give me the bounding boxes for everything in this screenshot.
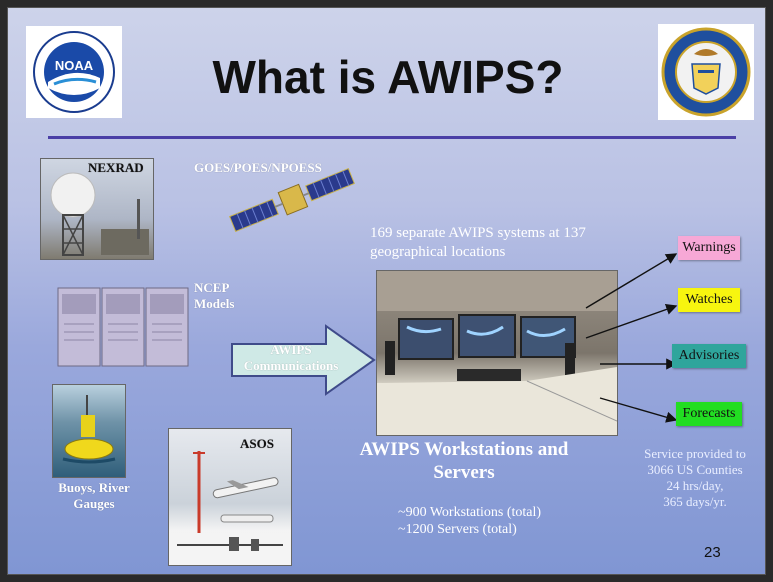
asos-image (168, 428, 292, 566)
noaa-logo: NOAA (26, 26, 122, 118)
nexrad-label: NEXRAD (88, 160, 144, 175)
ncep-models-label: NCEP Models (194, 280, 235, 311)
advisories-tag: Advisories (672, 344, 746, 368)
ncep-servers-image (56, 284, 192, 370)
workstations-count: ~900 Workstations (total) (398, 505, 542, 520)
title-divider (48, 136, 736, 139)
buoys-label: Buoys, River Gauges (58, 480, 130, 511)
communications-label: AWIPS Communications (243, 342, 339, 373)
nexrad-radar-image (40, 158, 154, 260)
servers-count: ~1200 Servers (total) (398, 522, 517, 537)
forecasts-tag: Forecasts (676, 402, 742, 426)
communications-arrow (230, 324, 376, 396)
slide: NOAA What is AWIPS? NEXRAD GOES/POES/NPO… (8, 8, 765, 574)
systems-count-note: 169 separate AWIPS systems at 137 geogra… (370, 225, 586, 260)
satellite-image (226, 167, 358, 233)
watches-tag: Watches (678, 288, 740, 312)
service-note-line-1: Service provided to (644, 446, 746, 461)
buoy-image (52, 384, 126, 478)
product-arrows (585, 253, 678, 423)
workstations-image (376, 270, 618, 436)
workstations-title: AWIPS Workstations and Servers (359, 439, 569, 483)
noaa-logo-text: NOAA (55, 58, 94, 73)
slide-title: What is AWIPS? (212, 51, 564, 103)
service-note-line-3: 24 hrs/day, (666, 478, 724, 493)
asos-label: ASOS (240, 436, 274, 451)
service-note-line-2: 3066 US Counties (647, 462, 743, 477)
service-note-line-4: 365 days/yr. (663, 494, 727, 509)
satellite-label: GOES/POES/NPOESS (194, 160, 322, 175)
page-number: 23 (704, 544, 721, 561)
warnings-tag: Warnings (678, 236, 740, 260)
service-note: Service provided to 3066 US Counties 24 … (630, 446, 760, 510)
commerce-seal-logo (658, 24, 754, 120)
